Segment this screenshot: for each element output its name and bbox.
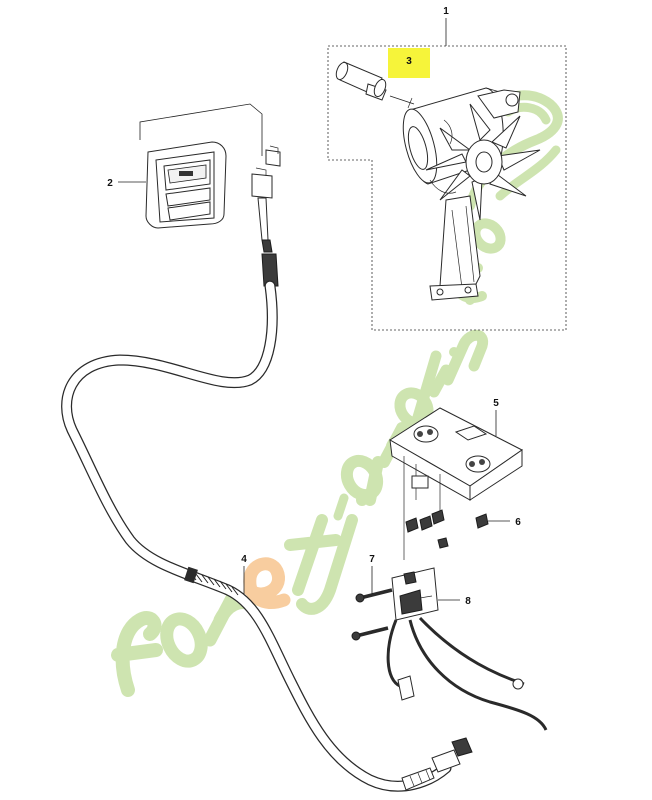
screws-part-6 xyxy=(405,509,510,549)
callout-6: 6 xyxy=(515,517,521,528)
callout-1: 1 xyxy=(443,6,449,17)
cable-harness-part-4 xyxy=(61,145,473,792)
callout-5: 5 xyxy=(493,398,499,409)
callout-2: 2 xyxy=(107,178,113,189)
callout-8: 8 xyxy=(465,596,471,607)
switch-panel-part-2 xyxy=(118,103,263,229)
bracket-relay-part-8 xyxy=(386,567,548,731)
assembly-box-part-1 xyxy=(327,18,567,331)
callout-3: 3 xyxy=(406,56,412,67)
bolts-part-7 xyxy=(351,566,393,641)
callout-4: 4 xyxy=(241,554,247,565)
callout-labels: 1 2 3 4 5 6 7 8 xyxy=(107,6,521,607)
cable-coil-section xyxy=(184,566,239,596)
shaft-pin-part-3 xyxy=(335,61,415,105)
callout-3-highlight xyxy=(388,48,430,78)
callout-7: 7 xyxy=(369,554,375,565)
controller-box-part-5 xyxy=(389,407,523,560)
fan-blades xyxy=(425,103,541,221)
motor-fan-assembly xyxy=(402,87,541,301)
